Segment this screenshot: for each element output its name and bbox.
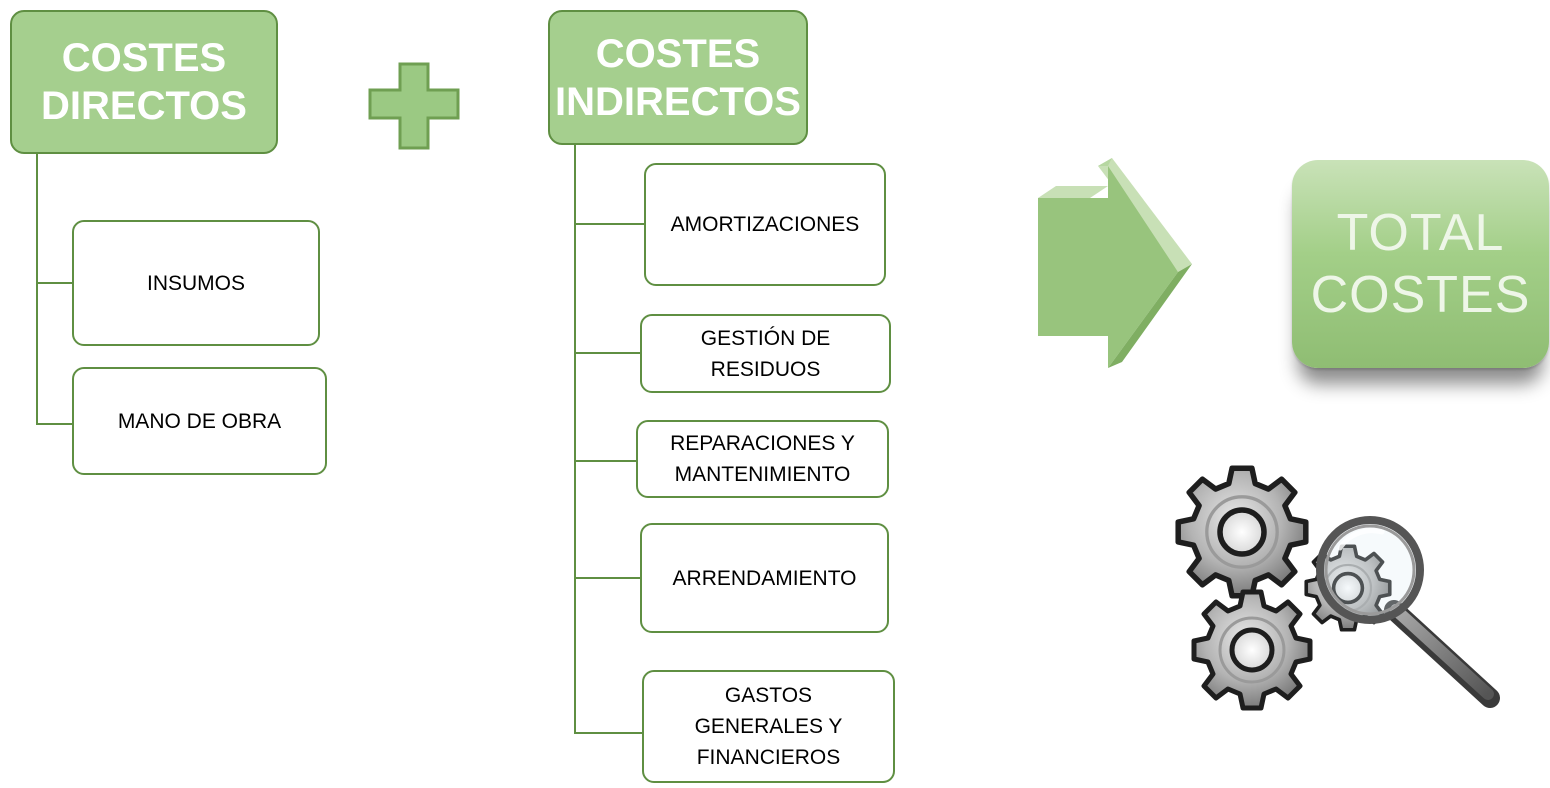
indirect-item-arrendamiento: ARRENDAMIENTO [640, 523, 889, 633]
indirect-trunk-line [574, 145, 576, 734]
direct-costs-title-line1: COSTES [61, 36, 227, 80]
gears-magnifier-icon [1150, 440, 1500, 740]
indirect-costs-title-line2: INDIRECTOS [555, 79, 801, 124]
indirect-item-gastos: GASTOS GENERALES Y FINANCIEROS [642, 670, 895, 783]
direct-branch-line [36, 282, 73, 284]
direct-costs-title-line2: DIRECTOS [41, 84, 247, 128]
total-costs-line2: COSTES [1310, 266, 1531, 324]
indirect-item-amortizaciones: AMORTIZACIONES [644, 163, 886, 286]
indirect-costs-header: COSTES INDIRECTOS [548, 10, 808, 145]
total-costs-box: TOTAL COSTES [1292, 160, 1549, 368]
right-arrow-icon [1038, 158, 1192, 368]
indirect-branch-line [574, 352, 640, 354]
indirect-item-gestion-residuos: GESTIÓN DE RESIDUOS [640, 314, 891, 393]
direct-item-mano-de-obra: MANO DE OBRA [72, 367, 327, 475]
indirect-branch-line [574, 732, 642, 734]
direct-trunk-line [36, 154, 38, 425]
indirect-branch-line [574, 460, 636, 462]
indirect-costs-title-line1: COSTES [595, 31, 761, 76]
indirect-branch-line [574, 223, 644, 225]
direct-item-insumos: INSUMOS [72, 220, 320, 346]
indirect-branch-line [574, 577, 640, 579]
direct-branch-line [36, 423, 73, 425]
total-costs-line1: TOTAL [1336, 204, 1505, 262]
direct-costs-header: COSTES DIRECTOS [10, 10, 278, 154]
plus-icon [368, 62, 460, 150]
indirect-item-reparaciones: REPARACIONES Y MANTENIMIENTO [636, 420, 889, 498]
